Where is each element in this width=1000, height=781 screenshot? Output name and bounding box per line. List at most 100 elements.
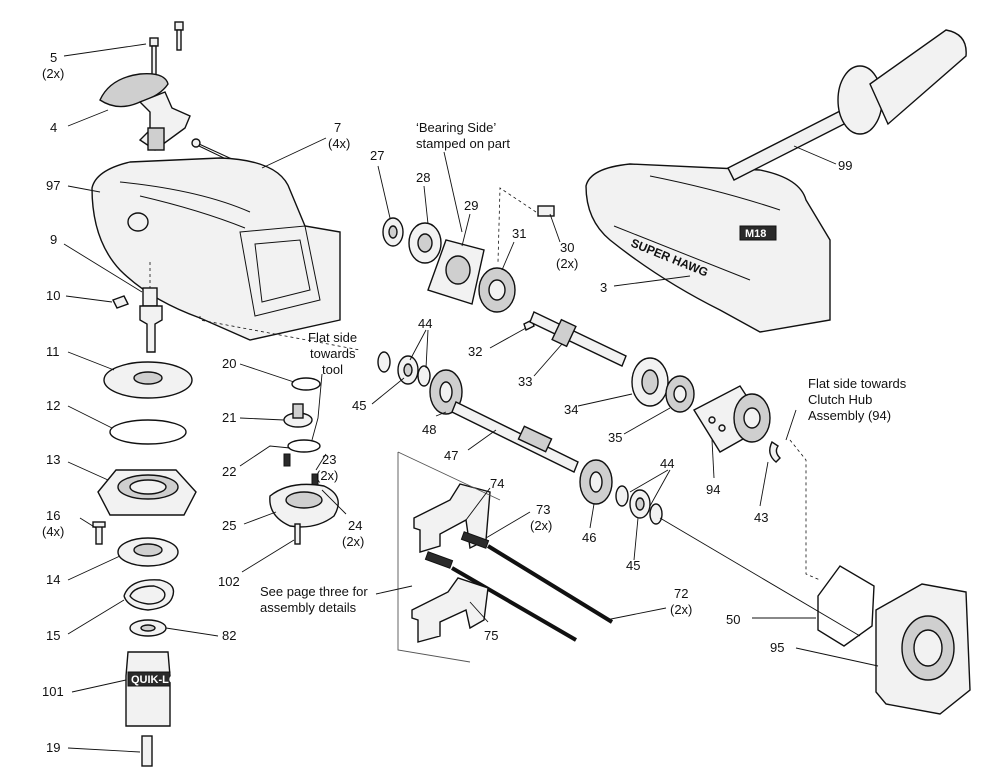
callout-29: 29 [464,198,478,213]
callout-43: 43 [754,510,768,525]
callout-13: 13 [46,452,60,467]
callout-25: 25 [222,518,236,533]
leader-lines [63,43,879,753]
part-key-10 [112,295,129,309]
callout-94: 94 [706,482,720,497]
callout-47: 47 [444,448,458,463]
callout-44-upper: 44 [418,316,432,331]
callout-3: 3 [600,280,607,295]
note-see-page-line1: See page three for [260,584,368,599]
part-spring-73 [460,531,490,549]
callout-10: 10 [46,288,60,303]
callout-75: 75 [484,628,498,643]
part-gear-35 [665,375,695,413]
callout-74: 74 [490,476,504,491]
callout-31: 31 [512,226,526,241]
callout-5-qty: (2x) [42,66,64,81]
part-spring-23 [283,453,319,487]
callout-27: 27 [370,148,384,163]
callout-23: 23 [322,452,336,467]
part-bearing-28 [408,222,442,264]
callout-21: 21 [222,410,236,425]
callout-22: 22 [222,464,236,479]
callout-44-lower: 44 [660,456,674,471]
part-gear-31 [478,267,516,313]
part-ring-20 [291,377,321,391]
part-shaft-47 [451,401,579,473]
part-screw-16 [92,521,106,545]
part-cam-25 [269,483,339,528]
callout-5: 5 [50,50,57,65]
callout-35: 35 [608,430,622,445]
part-spring-73b [424,551,454,569]
callout-45-upper: 45 [352,398,366,413]
callout-99: 99 [838,158,852,173]
part-screw-5 [149,21,184,79]
part-gear-34 [631,357,669,407]
part-housing-3: M18 SUPER HAWG [585,163,831,333]
note-bearing-side-line1: ‘Bearing Side’ [416,120,496,135]
callout-16: 16 [46,508,60,523]
callout-14: 14 [46,572,60,587]
callout-20: 20 [222,356,236,371]
callout-46: 46 [582,530,596,545]
callout-30-qty: (2x) [556,256,578,271]
note-flat-side-clutch-line3: Assembly (94) [808,408,891,423]
part-screw-30 [497,187,555,263]
part-gearbox-95 [875,583,971,715]
part-ring-43 [769,440,781,463]
part-bracket-75 [411,577,489,643]
callout-34: 34 [564,402,578,417]
alignment-line-right [789,439,821,581]
callout-72: 72 [674,586,688,601]
part-plate-29 [427,239,485,305]
part-washer-45b [615,485,663,525]
callout-97: 97 [46,178,60,193]
part-rod-72 [450,544,614,642]
part-chuck-101: QUIK-LOK [125,651,185,727]
part-washer-45a [377,351,431,387]
part-housing-97 [91,157,341,341]
part-trigger-4 [99,73,191,151]
part-bearing-27 [382,217,404,247]
note-flat-side-tool-line2: towards [310,346,356,361]
axis-line-45b [659,517,861,637]
callout-48: 48 [422,422,436,437]
callout-19: 19 [46,740,60,755]
part-gear-48 [429,369,463,415]
callout-33: 33 [518,374,532,389]
part-washer-82 [129,619,167,637]
callout-11: 11 [46,344,60,359]
callout-16-qty: (4x) [42,524,64,539]
callout-24: 24 [348,518,362,533]
part-screw-19 [141,735,153,767]
part-handle-99 [727,29,967,181]
callout-7: 7 [334,120,341,135]
annotation-notes: ‘Bearing Side’ stamped on part Flat side… [260,120,907,615]
callout-101: 101 [42,684,64,699]
chuck-brand-text: QUIK-LOK [131,674,185,686]
part-clutch-94 [693,385,771,453]
callout-24-qty: (2x) [342,534,364,549]
part-ring-15 [123,579,175,611]
part-22 [287,439,321,453]
callout-28: 28 [416,170,430,185]
callout-4: 4 [50,120,57,135]
callout-72-qty: (2x) [670,602,692,617]
note-flat-side-clutch-line1: Flat side towards [808,376,907,391]
callout-50: 50 [726,612,740,627]
part-shaft-33 [529,311,627,367]
alignment-line-97b [199,316,361,351]
housing-badge-text: M18 [745,228,766,240]
note-flat-side-tool-line3: tool [322,362,343,377]
callout-15: 15 [46,628,60,643]
part-pin-102 [294,523,301,545]
part-gear-46 [579,459,613,505]
callout-102: 102 [218,574,240,589]
part-21 [283,403,313,428]
subassembly-frame [397,451,501,663]
callout-labels: 5 (2x) 4 7 (4x) 97 9 10 11 12 13 16 (4x)… [42,50,852,755]
callout-95: 95 [770,640,784,655]
part-bearing-14 [117,537,179,567]
